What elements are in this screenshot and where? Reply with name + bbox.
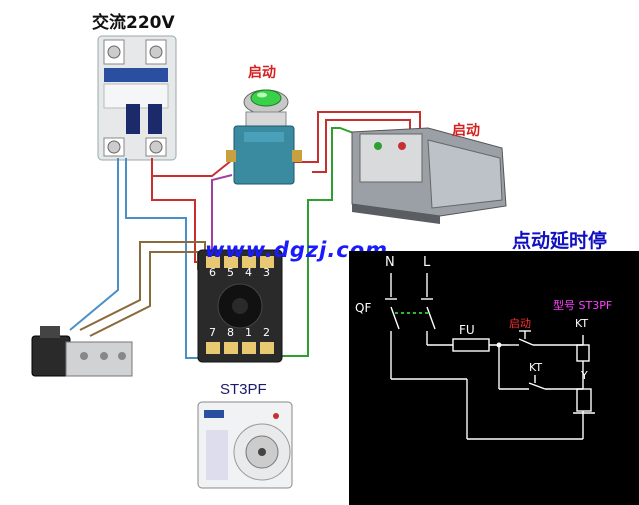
schematic-canvas	[385, 273, 595, 440]
schem-label-fu: FU	[459, 323, 475, 337]
schem-label-model: 型号 ST3PF	[553, 299, 613, 312]
socket-pin-2: 2	[263, 326, 270, 339]
relay-socket	[197, 249, 283, 363]
schem-label-y: Y	[581, 369, 588, 382]
schem-label-n: N	[385, 255, 395, 270]
st3pf-timer	[197, 401, 293, 489]
schem-label-l: L	[423, 255, 431, 270]
socket-pin-6: 6	[209, 266, 216, 279]
wires	[69, 111, 421, 359]
wire-green-1	[278, 127, 373, 357]
socket-pin-7: 7	[209, 326, 216, 339]
wire-brown-1	[79, 241, 206, 331]
socket-pin-4: 4	[245, 266, 252, 279]
schem-label-start: 启动	[509, 317, 531, 330]
start-button-label: 启动	[248, 65, 276, 81]
ac-voltage-title: 交流220V	[92, 13, 175, 33]
schematic-panel: N L QF FU 启动 型号 ST3PF KT KT Y	[349, 251, 639, 505]
relay-model-label: ST3PF	[220, 381, 267, 398]
wire-blue-1	[69, 158, 119, 331]
socket-pin-3: 3	[263, 266, 270, 279]
wire-red-4	[312, 119, 411, 173]
foot-switch	[351, 127, 507, 224]
schem-label-kt-contact: KT	[529, 361, 543, 374]
socket-pin-1: 1	[245, 326, 252, 339]
schematic-title: 点动延时停	[512, 230, 608, 252]
wire-red-1	[151, 158, 233, 177]
wire-blue-2	[125, 158, 212, 359]
schem-label-qf: QF	[355, 301, 372, 315]
socket-pin-5: 5	[227, 266, 234, 279]
socket-pin-8: 8	[227, 326, 234, 339]
foot-switch-label: 启动	[452, 123, 480, 139]
circuit-breaker	[97, 35, 177, 161]
start-push-button	[226, 89, 302, 185]
wire-brown-2	[89, 251, 199, 337]
schem-label-kt-coil: KT	[575, 317, 589, 330]
solenoid-valve	[31, 326, 133, 377]
wire-red-3	[292, 111, 421, 163]
